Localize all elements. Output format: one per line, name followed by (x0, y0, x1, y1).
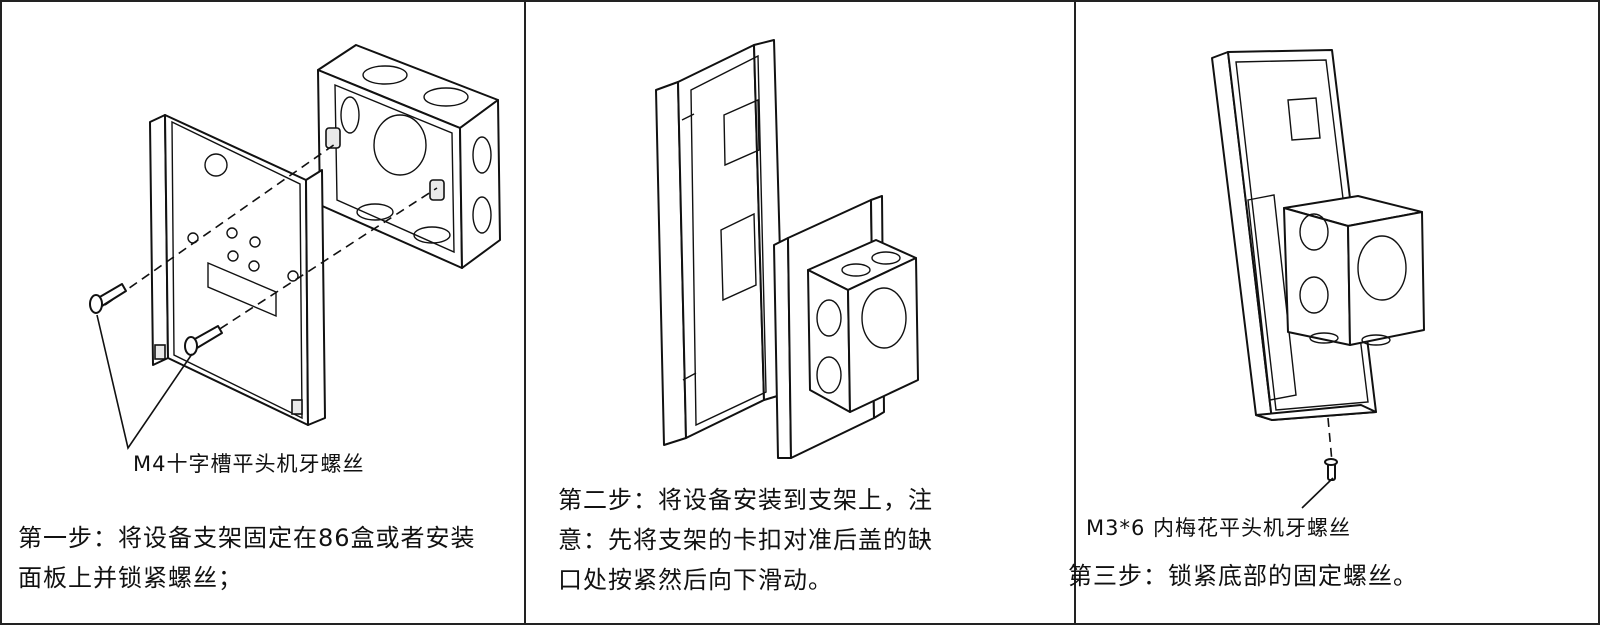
frame-border-top (0, 0, 1600, 2)
frame-border-bottom (0, 623, 1600, 625)
screw-upper (89, 283, 127, 314)
step-1-panel: M4十字槽平头机牙螺丝 第一步：将设备支架固定在86盒或者安装 面板上并锁紧螺丝… (0, 0, 524, 625)
locked-device-illustration (1211, 49, 1425, 509)
step-2-panel: 第二步：将设备安装到支架上，注 意：先将支架的卡扣对准后盖的缺 口处按紧然后向下… (526, 0, 1074, 625)
screw-part-label: M4十字槽平头机牙螺丝 (133, 452, 365, 476)
step-1-text-line-1: 第一步：将设备支架固定在86盒或者安装 (18, 524, 476, 552)
screw-assembly-line (1327, 417, 1333, 463)
screw-leader-line (1301, 477, 1334, 509)
bottom-screw (1324, 458, 1338, 481)
mounted-junction-box (1283, 195, 1425, 346)
device-on-bracket-illustration (655, 39, 919, 459)
mounting-bracket (149, 114, 326, 426)
panel-divider-1 (524, 0, 526, 625)
step-2-text-line-2: 意：先将支架的卡扣对准后盖的缺 (558, 526, 933, 554)
device-back-cover (655, 39, 785, 446)
step-3-panel: M3*6 内梅花平头机牙螺丝 第三步：锁紧底部的固定螺丝。 (1068, 0, 1598, 625)
frame-border-left (0, 0, 2, 625)
step-2-text-line-3: 口处按紧然后向下滑动。 (558, 566, 833, 594)
bracket-with-box (773, 195, 919, 459)
panel-divider-2 (1074, 0, 1076, 625)
junction-box-86 (317, 44, 501, 269)
screw-leader-line (96, 314, 193, 450)
frame-border-right (1598, 0, 1600, 625)
screw-part-label: M3*6 内梅花平头机牙螺丝 (1086, 516, 1352, 540)
step-3-text-line-1: 第三步：锁紧底部的固定螺丝。 (1068, 562, 1418, 590)
step-1-text-line-2: 面板上并锁紧螺丝； (18, 564, 243, 592)
step-2-text-line-1: 第二步：将设备安装到支架上，注 (558, 486, 933, 514)
bracket-and-box-illustration (89, 44, 501, 450)
assembly-line-lower (194, 187, 438, 346)
assembly-line-upper (104, 141, 339, 306)
